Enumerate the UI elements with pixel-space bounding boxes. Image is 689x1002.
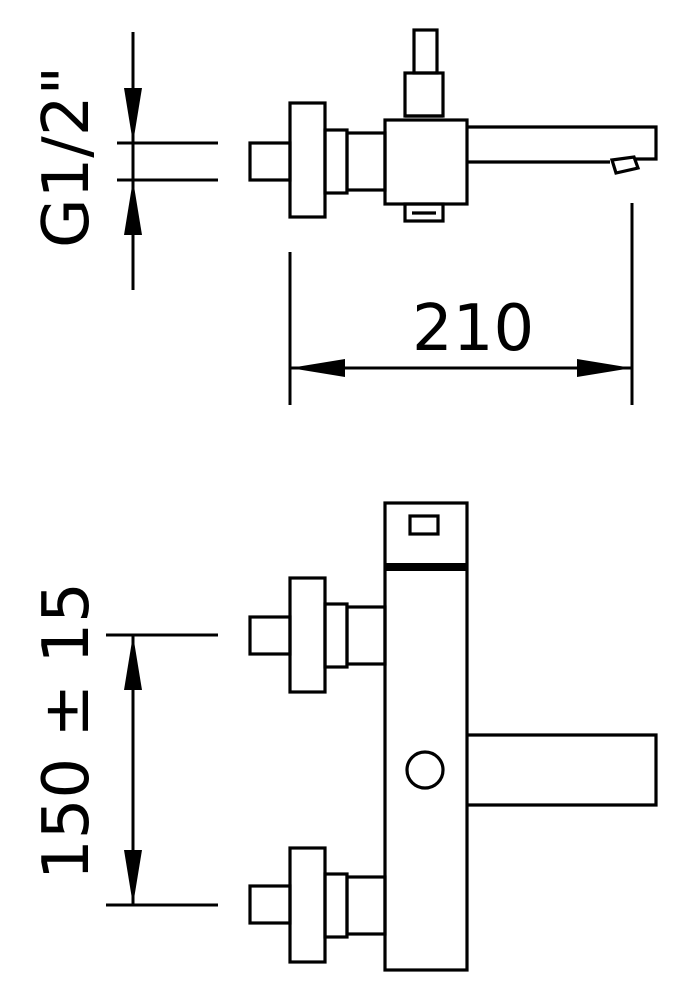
diverter-knob (405, 750, 445, 790)
side-spout (467, 125, 658, 175)
inlet-centers-label: 150 ± 15 (30, 582, 104, 880)
side-view: G1/2" (30, 28, 658, 405)
front-upper-inlet (248, 576, 387, 694)
arrow-down (124, 88, 142, 143)
front-mixer-body (383, 501, 469, 972)
projection-dimension: 210 (288, 203, 634, 405)
thread-dimension: G1/2" (30, 32, 218, 290)
spout-aerator (609, 155, 641, 175)
arrow-right (577, 359, 632, 377)
front-spout (467, 733, 658, 807)
front-view: 150 ± 15 (30, 501, 658, 972)
projection-label: 210 (412, 292, 534, 366)
arrow-left (290, 359, 345, 377)
arrow-bottom (124, 850, 142, 905)
arrow-up (124, 180, 142, 235)
side-inlet-connector (248, 101, 387, 219)
side-mixer-body (383, 28, 469, 223)
front-lower-inlet (248, 846, 387, 964)
inlet-centers-dimension: 150 ± 15 (30, 582, 218, 907)
cartridge-window (408, 514, 440, 536)
thread-label: G1/2" (30, 66, 104, 248)
arrow-top (124, 635, 142, 690)
